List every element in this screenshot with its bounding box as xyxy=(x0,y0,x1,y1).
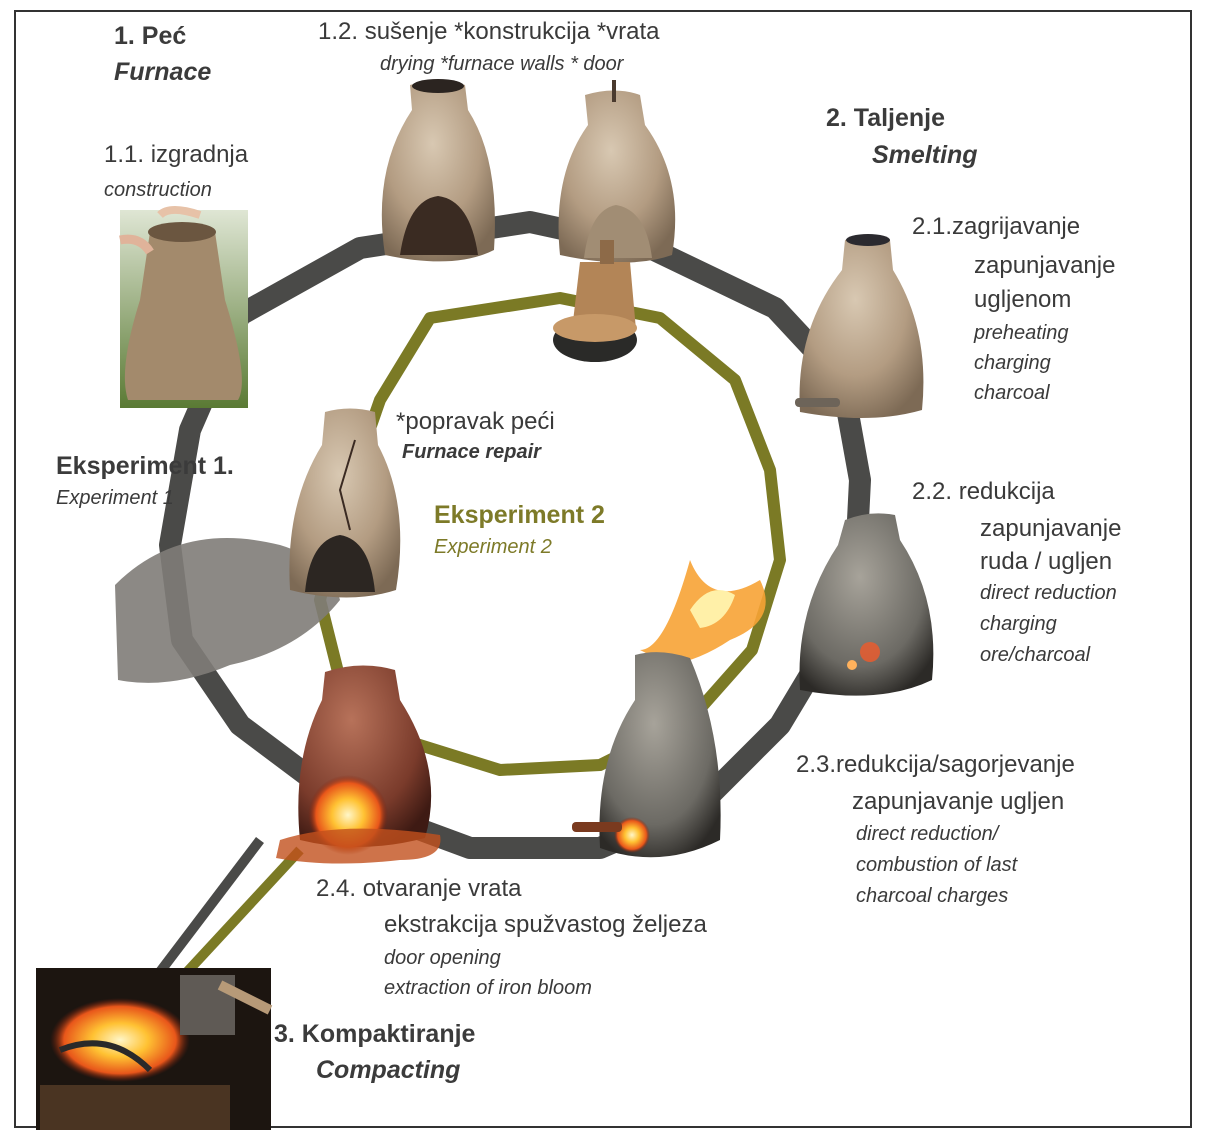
smelting-title: 2. Taljenje xyxy=(826,106,945,131)
compacting-photo xyxy=(36,968,271,1130)
step-2-1-label: 2.1.zagrijavanje xyxy=(912,215,1080,239)
step-2-1-en3: charcoal xyxy=(974,383,1050,403)
preheating-furnace-photo xyxy=(795,234,923,418)
furnace-walls-photo xyxy=(559,80,676,263)
repair-label: *popravak peći xyxy=(396,410,555,434)
step-2-1-en1: preheating xyxy=(974,323,1069,343)
compacting-title-en: Compacting xyxy=(316,1058,460,1083)
step-2-4-label: 2.4. otvaranje vrata xyxy=(316,877,521,901)
step-2-4-en1: door opening xyxy=(384,948,501,968)
construction-label-en: construction xyxy=(104,180,212,200)
step-2-2-line2: zapunjavanje xyxy=(980,517,1121,541)
step-2-1-en2: charging xyxy=(974,353,1051,373)
compacting-title: 3. Kompaktiranje xyxy=(274,1022,475,1047)
step-2-2-label: 2.2. redukcija xyxy=(912,480,1055,504)
step-2-3-en1: direct reduction/ xyxy=(856,824,998,844)
combustion-furnace-photo xyxy=(572,560,766,857)
furnace-title-en: Furnace xyxy=(114,60,211,85)
step-2-1-line3: ugljenom xyxy=(974,288,1071,312)
step-2-3-en3: charcoal charges xyxy=(856,886,1008,906)
step-2-3-label: 2.3.redukcija/sagorjevanje xyxy=(796,753,1075,777)
outer-cycle-ring xyxy=(170,222,860,848)
furnace-title: 1. Peć xyxy=(114,24,186,49)
construction-photo xyxy=(120,210,248,408)
step-2-4-en2: extraction of iron bloom xyxy=(384,978,592,998)
construction-label: 1.1. izgradnja xyxy=(104,143,248,167)
step-2-2-line3: ruda / ugljen xyxy=(980,550,1112,574)
step-2-1-line2: zapunjavanje xyxy=(974,254,1115,278)
experiment-1-label: Eksperiment 1. xyxy=(56,454,234,479)
smelting-title-en: Smelting xyxy=(872,143,978,168)
drying-furnace-photo xyxy=(382,79,495,261)
repair-label-en: Furnace repair xyxy=(402,442,541,462)
experiment-1-label-en: Experiment 1 xyxy=(56,488,174,508)
drying-label: 1.2. sušenje *konstrukcija *vrata xyxy=(318,20,660,44)
step-2-2-en3: ore/charcoal xyxy=(980,645,1090,665)
experiment-2-label: Eksperiment 2 xyxy=(434,503,605,528)
repaired-furnace-photo xyxy=(115,409,400,683)
step-2-2-en2: charging xyxy=(980,614,1057,634)
reduction-furnace-photo xyxy=(799,513,933,695)
drying-label-en: drying *furnace walls * door xyxy=(380,54,623,74)
experiment-2-label-en: Experiment 2 xyxy=(434,537,552,557)
step-2-2-en1: direct reduction xyxy=(980,583,1117,603)
step-2-3-en2: combustion of last xyxy=(856,855,1017,875)
step-2-3-line2: zapunjavanje ugljen xyxy=(852,790,1064,814)
step-2-4-line2: ekstrakcija spužvastog željeza xyxy=(384,913,707,937)
